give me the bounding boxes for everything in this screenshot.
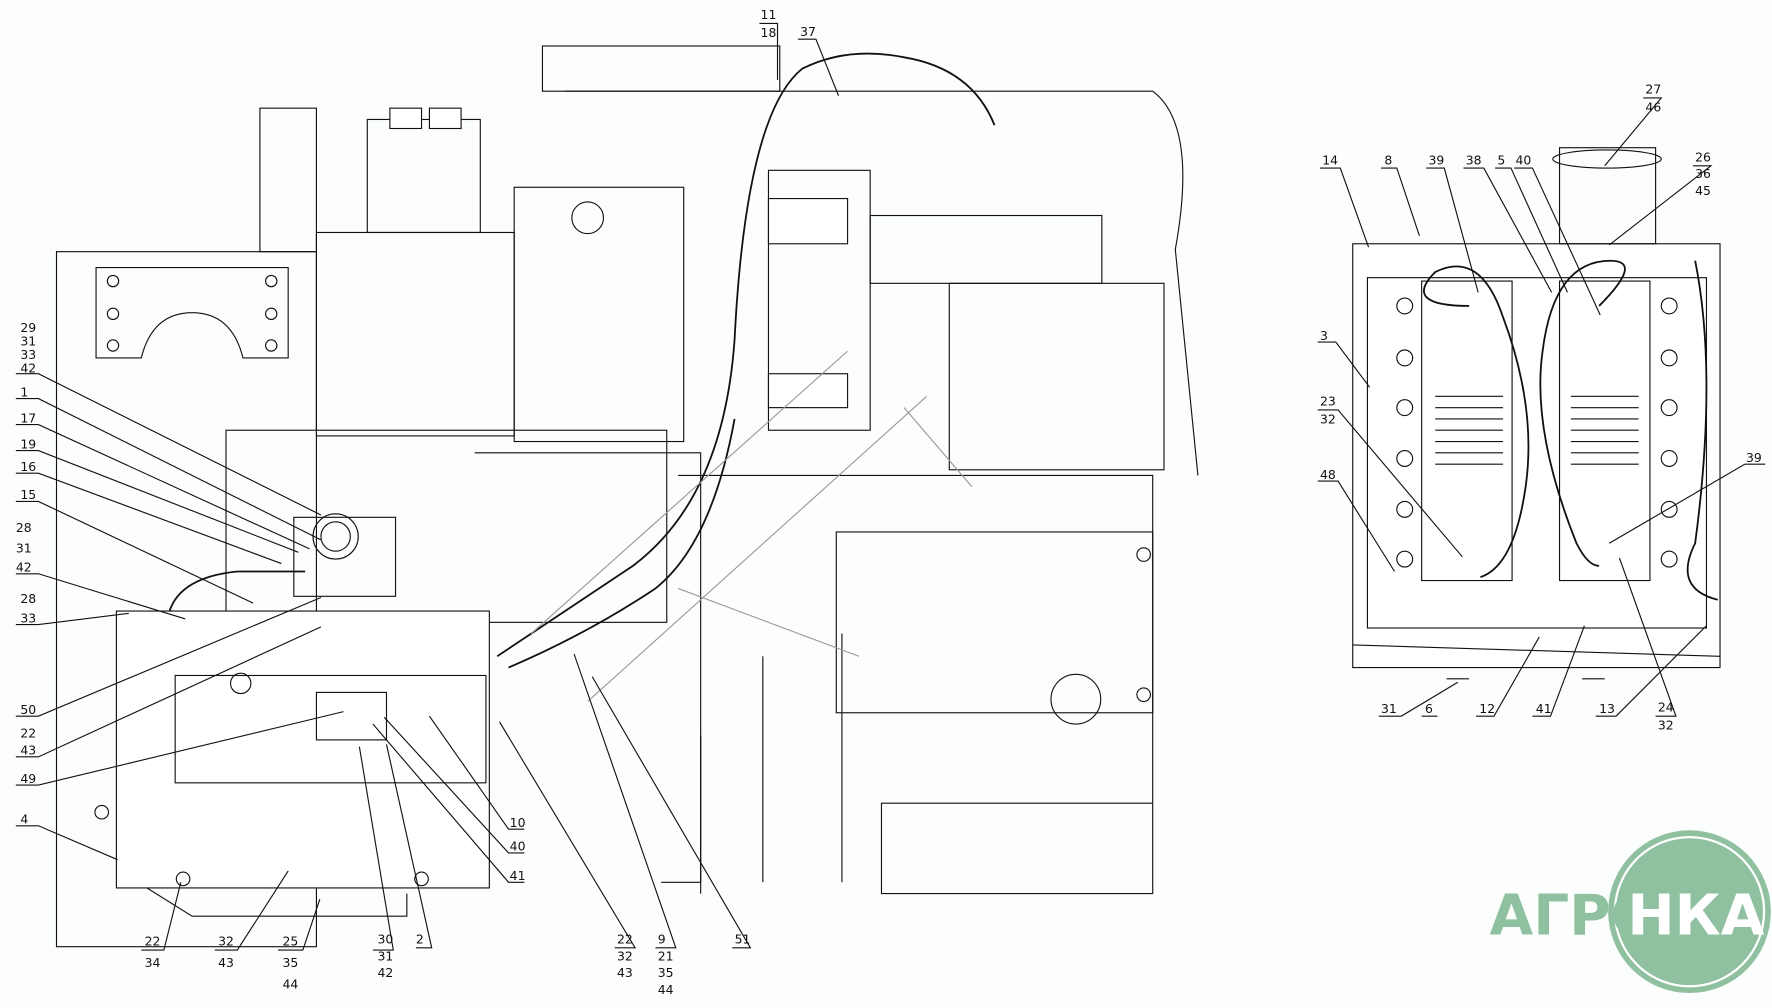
callout-label: 31 — [1381, 701, 1397, 716]
callout-label: 26 — [1695, 149, 1711, 164]
callout-label: 21 — [658, 948, 674, 963]
callout-label: 43 — [20, 743, 36, 758]
callout-label: 31 — [377, 948, 393, 963]
callout-label: 31 — [16, 540, 32, 555]
callout-label: 5 — [1497, 153, 1505, 168]
callout-label: 45 — [1695, 183, 1711, 198]
callout-label: 32 — [1320, 411, 1336, 426]
callout-label: 42 — [377, 965, 393, 980]
callout-label: 37 — [800, 24, 816, 39]
callout-label: 48 — [1320, 467, 1336, 482]
battery-detail-view — [1352, 147, 1721, 680]
callout-label: 39 — [1746, 450, 1762, 465]
callout-label: 38 — [1466, 153, 1482, 168]
callout-label: 17 — [20, 410, 36, 425]
callout-label: 6 — [1425, 701, 1433, 716]
callout-label: 13 — [1599, 701, 1615, 716]
callout-label: 41 — [1536, 701, 1552, 716]
callout-label: 28 — [20, 591, 36, 606]
main-assembly — [55, 45, 1199, 948]
callout-label: 16 — [20, 459, 36, 474]
callout-label: 35 — [283, 955, 299, 970]
callout-label: 39 — [1428, 153, 1444, 168]
callout-label: 43 — [617, 965, 633, 980]
callout-label: 30 — [377, 931, 393, 946]
callout-label: 18 — [761, 25, 777, 40]
callout-label: 51 — [735, 931, 751, 946]
watermark — [530, 350, 973, 702]
agronka-logo: АГРО НКА — [1489, 830, 1771, 994]
callout-label: 44 — [283, 977, 299, 992]
logo-text-part2: НКА — [1627, 883, 1764, 948]
callout-label: 29 — [20, 320, 36, 335]
callout-label: 8 — [1384, 153, 1392, 168]
logo-text-part1: АГРО — [1489, 883, 1658, 948]
callout-label: 3 — [1320, 328, 1328, 343]
callout-labels: 29 31 33 42 1 17 19 16 15 28 31 42 28 33… — [16, 7, 1766, 997]
callout-label: 4 — [20, 812, 28, 827]
callout-label: 24 — [1658, 700, 1674, 715]
callout-label: 12 — [1479, 701, 1495, 716]
callout-label: 11 — [761, 7, 777, 22]
callout-label: 42 — [20, 361, 36, 376]
callout-label: 22 — [20, 726, 36, 741]
callout-label: 22 — [617, 931, 633, 946]
callout-label: 28 — [16, 520, 32, 535]
callout-label: 22 — [145, 934, 161, 949]
callout-label: 42 — [16, 560, 32, 575]
callout-label: 50 — [20, 702, 36, 717]
callout-label: 33 — [20, 347, 36, 362]
callout-label: 41 — [510, 868, 526, 883]
callout-label: 40 — [1515, 153, 1531, 168]
callout-label: 32 — [218, 934, 234, 949]
callout-label: 44 — [658, 982, 674, 997]
callout-label: 14 — [1322, 153, 1338, 168]
callout-label: 31 — [20, 333, 36, 348]
callout-label: 9 — [658, 931, 666, 946]
callout-label: 10 — [510, 815, 526, 830]
callout-label: 23 — [1320, 393, 1336, 408]
callout-label: 49 — [20, 771, 36, 786]
callout-label: 25 — [283, 934, 299, 949]
callout-label: 27 — [1645, 81, 1661, 96]
callout-label: 2 — [416, 931, 424, 946]
callout-label: 1 — [20, 384, 28, 399]
callout-label: 40 — [510, 839, 526, 854]
callout-label: 33 — [20, 610, 36, 625]
callout-label: 34 — [145, 955, 161, 970]
callout-label: 35 — [658, 965, 674, 980]
callout-label: 19 — [20, 436, 36, 451]
callout-label: 36 — [1695, 166, 1711, 181]
callout-label: 32 — [617, 948, 633, 963]
callout-label: 32 — [1658, 718, 1674, 733]
callout-label: 15 — [20, 487, 36, 502]
callout-label: 43 — [218, 955, 234, 970]
